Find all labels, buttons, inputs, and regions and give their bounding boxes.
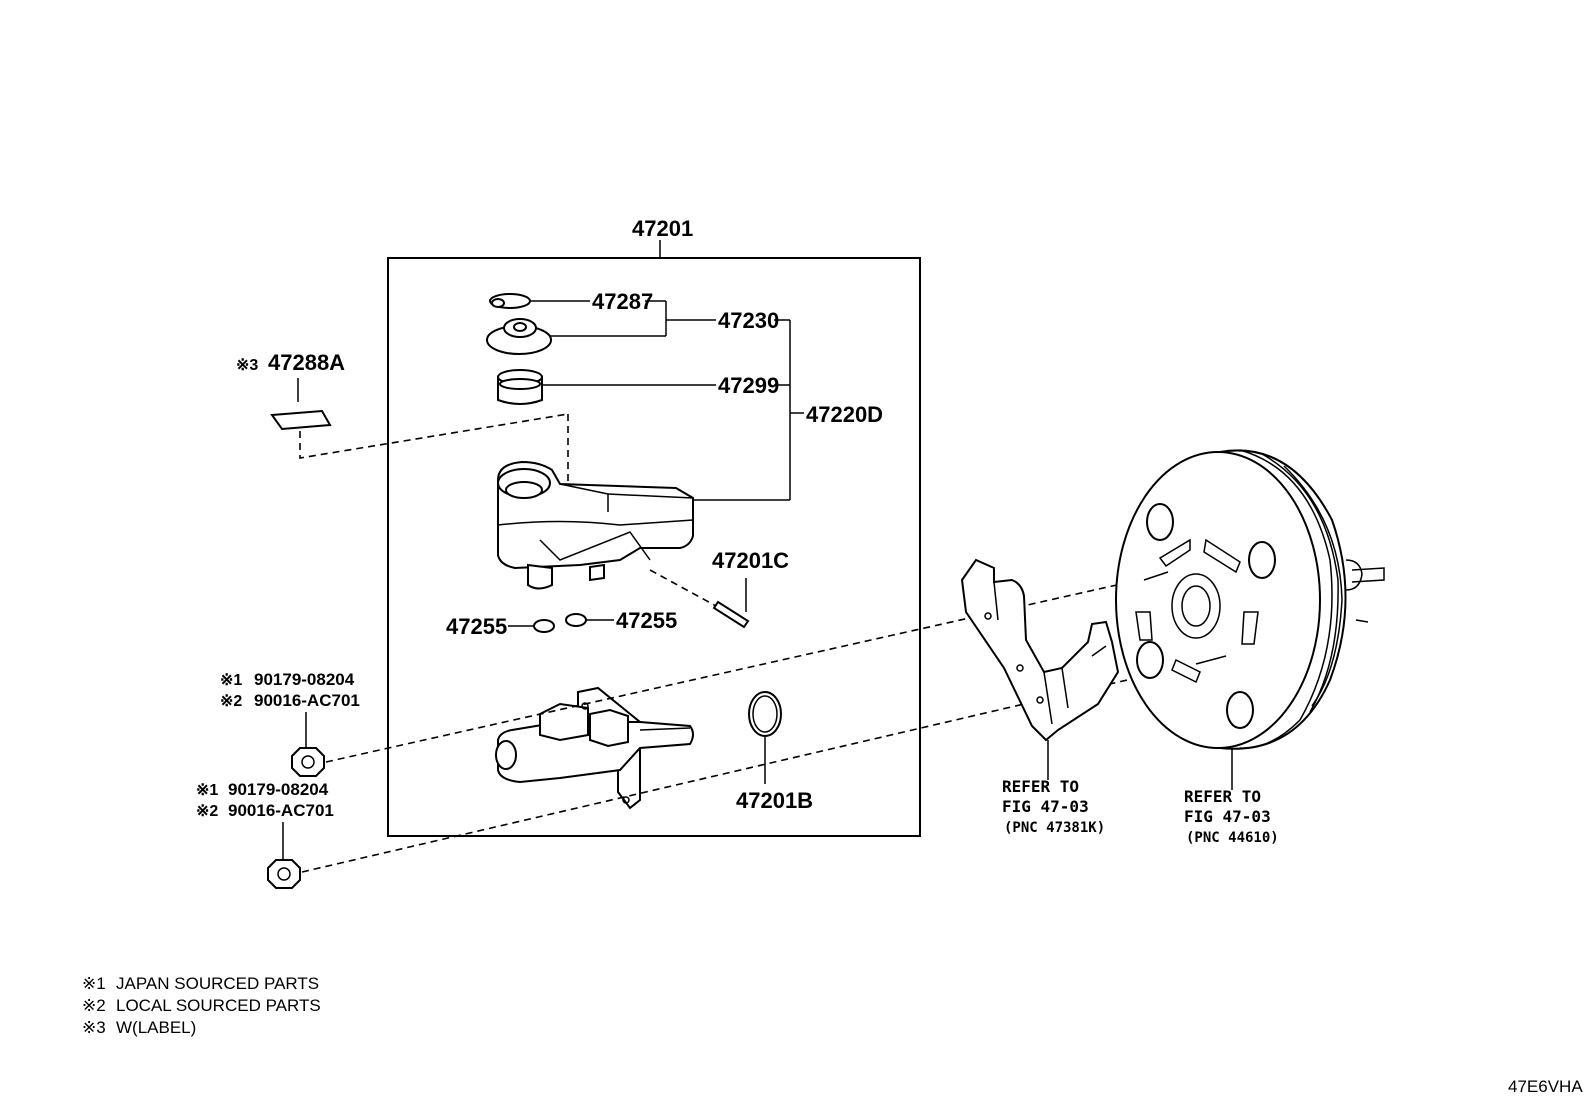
- grommet-left-part[interactable]: [533, 619, 555, 633]
- assembly-frame: [387, 257, 921, 837]
- refer-booster-line-2[interactable]: FIG 47-03: [1184, 807, 1271, 826]
- o-ring-part[interactable]: [748, 691, 782, 737]
- nut-lower-mark-2: ※2: [196, 803, 218, 820]
- strainer-part[interactable]: [497, 369, 543, 405]
- grommet-right-part[interactable]: [565, 613, 587, 627]
- footnote-mark-3: ※3: [236, 357, 258, 374]
- callout-47201B[interactable]: 47201B: [736, 788, 813, 813]
- nut-lower-part[interactable]: [267, 859, 301, 889]
- nut-upper-part-2[interactable]: 90016-AC701: [254, 691, 360, 710]
- footnote-1-text: JAPAN SOURCED PARTS: [116, 974, 319, 993]
- footnote-3-text: W(LABEL): [116, 1018, 196, 1037]
- diagram-code: 47E6VHA: [1508, 1077, 1583, 1096]
- callout-47220D[interactable]: 47220D: [806, 402, 883, 427]
- brake-booster-part[interactable]: [1115, 449, 1385, 750]
- refer-bracket-line-1: REFER TO: [1002, 777, 1079, 796]
- callout-47201[interactable]: 47201: [632, 216, 693, 241]
- master-cylinder-part[interactable]: [495, 686, 694, 810]
- reservoir-cap-part[interactable]: [486, 318, 552, 355]
- nut-lower-part-1[interactable]: 90179-08204: [228, 780, 329, 799]
- booster-bracket-part[interactable]: [960, 558, 1120, 742]
- cap-gasket-part[interactable]: [489, 293, 531, 309]
- nut-lower-part-2[interactable]: 90016-AC701: [228, 801, 334, 820]
- nut-lower-mark-1: ※1: [196, 782, 218, 799]
- nut-upper-mark-1: ※1: [220, 672, 242, 689]
- footnote-2-mark: ※2: [82, 996, 106, 1015]
- refer-booster-line-1: REFER TO: [1184, 787, 1261, 806]
- reservoir-part[interactable]: [497, 460, 694, 590]
- refer-bracket-line-2[interactable]: FIG 47-03: [1002, 797, 1089, 816]
- pin-part[interactable]: [712, 600, 750, 629]
- callout-47288A[interactable]: 47288A: [268, 350, 345, 375]
- callout-47230[interactable]: 47230: [718, 308, 779, 333]
- footnote-2-text: LOCAL SOURCED PARTS: [116, 996, 321, 1015]
- nut-upper-mark-2: ※2: [220, 693, 242, 710]
- callout-47287[interactable]: 47287: [592, 289, 653, 314]
- refer-booster-line-3: (PNC 44610): [1186, 830, 1279, 846]
- label-part[interactable]: [270, 409, 332, 431]
- callout-47201C[interactable]: 47201C: [712, 548, 789, 573]
- callout-47255-left[interactable]: 47255: [446, 614, 507, 639]
- nut-upper-part-1[interactable]: 90179-08204: [254, 670, 355, 689]
- callout-47299[interactable]: 47299: [718, 373, 779, 398]
- footnote-3-mark: ※3: [82, 1018, 106, 1037]
- footnote-1-mark: ※1: [82, 974, 106, 993]
- refer-bracket-line-3: (PNC 47381K): [1004, 820, 1105, 836]
- nut-upper-part[interactable]: [291, 747, 325, 777]
- callout-47255-right[interactable]: 47255: [616, 608, 677, 633]
